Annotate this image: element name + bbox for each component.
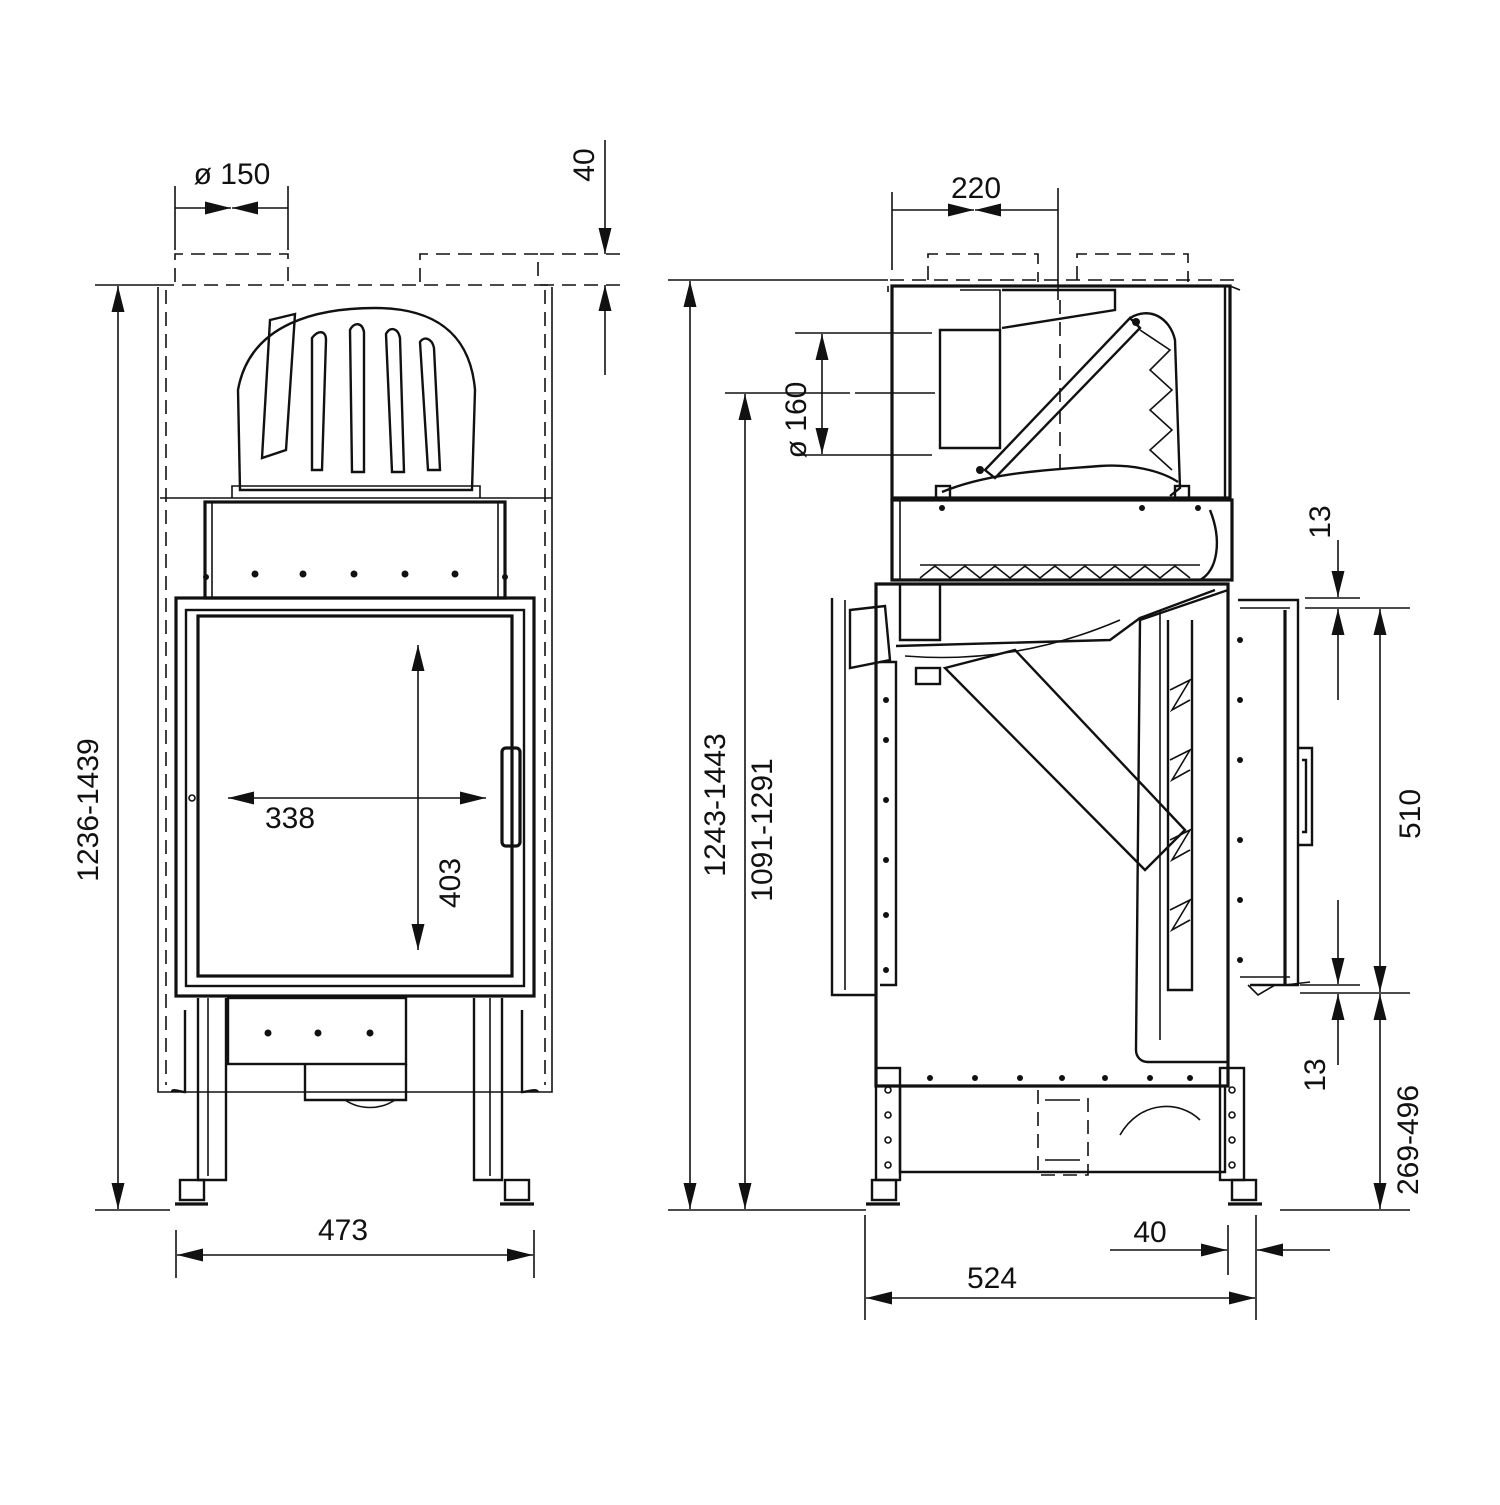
label-door-projection: 40 [1133, 1216, 1166, 1249]
front-door [174, 596, 536, 998]
label-flue-diameter: ø 150 [194, 158, 271, 191]
label-top-clearance: 40 [568, 148, 601, 181]
heat-exchanger-dome [231, 306, 481, 498]
label-gap-bottom: 13 [1299, 1058, 1332, 1091]
label-front-total-height: 1236-1439 [72, 738, 105, 881]
side-firebox [830, 582, 1314, 1088]
label-glass-height: 510 [1394, 789, 1427, 839]
label-side-total-height: 1243-1443 [699, 733, 732, 876]
side-middle-body [890, 498, 1234, 582]
side-casing-outline [890, 253, 1240, 282]
front-base [170, 996, 540, 1206]
side-base [866, 1066, 1262, 1206]
label-side-flue-diameter: ø 160 [780, 382, 813, 459]
front-view [157, 253, 625, 1206]
label-outlet-offset: 220 [951, 172, 1001, 205]
label-side-outlet-height: 1091-1291 [746, 758, 779, 901]
label-total-depth: 524 [967, 1262, 1017, 1295]
label-gap-top: 13 [1304, 505, 1337, 538]
label-front-total-width: 473 [318, 1214, 368, 1247]
label-floor-to-glass: 269-496 [1392, 1085, 1425, 1195]
label-door-height: 403 [434, 858, 467, 908]
label-door-width: 338 [265, 802, 315, 835]
front-upper-body [203, 500, 508, 600]
side-upper-box [887, 284, 1241, 500]
dimension-labels: ø 150 40 1236-1439 338 403 473 220 ø 160… [72, 148, 1427, 1295]
dimension-lines [95, 140, 1410, 1320]
side-view [830, 253, 1314, 1206]
front-casing-outline [157, 253, 625, 1093]
